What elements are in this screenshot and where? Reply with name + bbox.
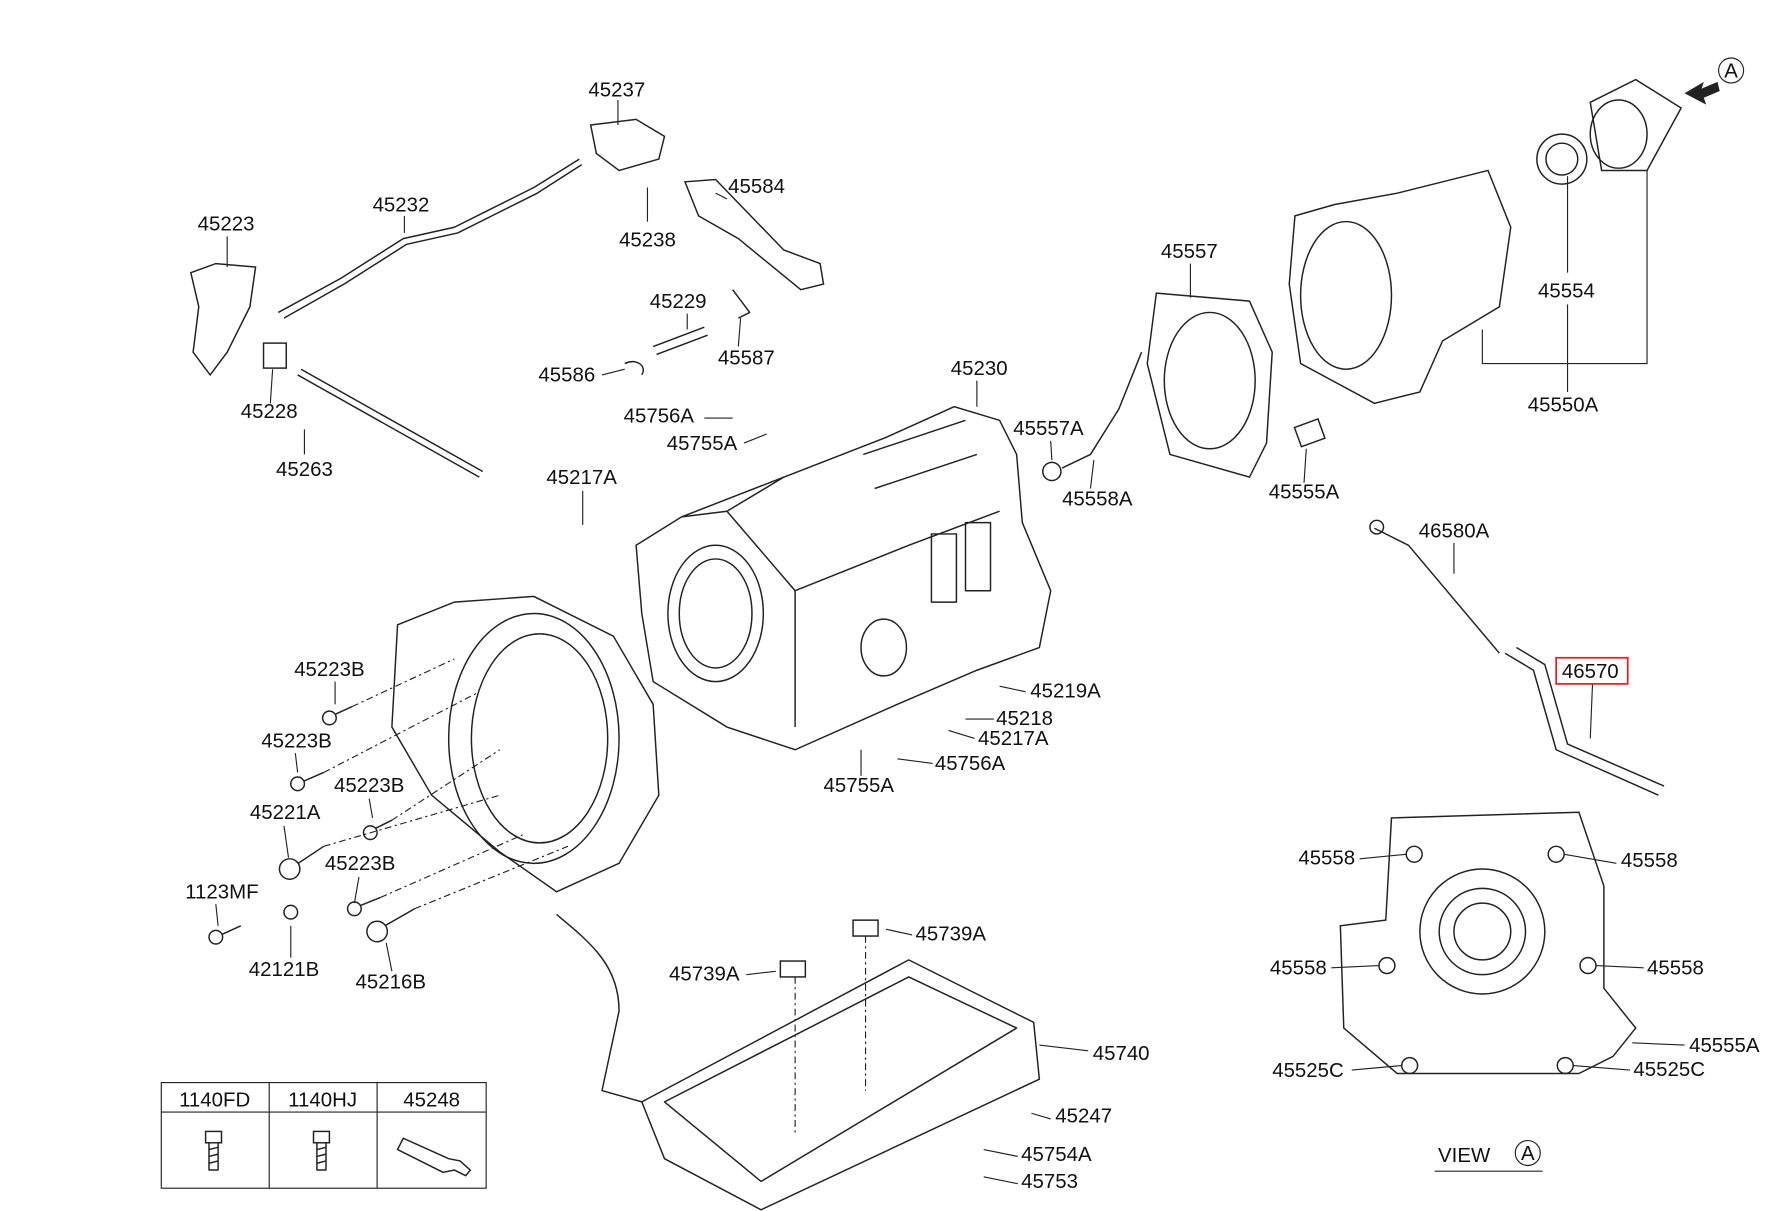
callout[interactable]: 45525C xyxy=(1633,1058,1705,1081)
callout[interactable]: 45558A xyxy=(1062,488,1133,511)
callout[interactable]: 45557A xyxy=(1013,417,1084,440)
callout-highlighted[interactable]: 46570 xyxy=(1562,660,1619,683)
callout[interactable]: 45754A xyxy=(1021,1143,1092,1166)
callout[interactable]: 45584 xyxy=(728,175,785,198)
callout[interactable]: 45550A xyxy=(1528,393,1599,416)
callout[interactable]: 45558 xyxy=(1298,846,1355,869)
callout[interactable]: 45555A xyxy=(1689,1034,1760,1057)
view-a-rear-housing: VIEW A xyxy=(1339,811,1637,1172)
callout[interactable]: 45587 xyxy=(718,347,775,370)
callout[interactable]: 45223B xyxy=(294,658,364,681)
callout[interactable]: 45223B xyxy=(325,852,395,875)
view-marker: A xyxy=(1521,1142,1535,1165)
callout[interactable]: 45755A xyxy=(667,432,738,455)
callout[interactable]: 45218 xyxy=(996,707,1053,730)
oil-pan xyxy=(556,913,1041,1211)
callout[interactable]: 45554 xyxy=(1538,280,1595,303)
highlight-box xyxy=(1555,656,1629,685)
shift-cable xyxy=(189,118,825,478)
callout[interactable]: 46580A xyxy=(1419,519,1490,542)
transmission-case xyxy=(635,405,1052,751)
table-header: 45248 xyxy=(403,1088,460,1111)
fastener-table: 1140FD 1140HJ 45248 xyxy=(160,1082,487,1189)
callout[interactable]: 45525C xyxy=(1272,1059,1344,1082)
callout[interactable]: 45558 xyxy=(1270,957,1327,980)
dipstick-and-tube xyxy=(1369,519,1665,796)
callout[interactable]: 45739A xyxy=(916,923,987,946)
callout[interactable]: 45216B xyxy=(356,970,426,993)
callout[interactable]: 45558 xyxy=(1647,957,1704,980)
callout[interactable]: 45558 xyxy=(1621,849,1678,872)
extension-housing: A xyxy=(1042,57,1745,482)
callout[interactable]: 45755A xyxy=(824,774,895,797)
leader-lines xyxy=(215,100,1685,1185)
callout[interactable]: 45756A xyxy=(935,752,1006,775)
callout[interactable]: 45229 xyxy=(650,290,707,313)
callout[interactable]: 45263 xyxy=(276,458,333,481)
callout[interactable]: 45555A xyxy=(1269,481,1340,504)
callout[interactable]: 45247 xyxy=(1055,1104,1112,1127)
bolt-icon xyxy=(312,1130,331,1171)
table-header: 1140HJ xyxy=(288,1088,357,1111)
callout[interactable]: 45557 xyxy=(1161,240,1218,263)
callout[interactable]: 45223 xyxy=(198,213,255,236)
converter-housing xyxy=(391,595,660,893)
view-label: VIEW xyxy=(1438,1144,1491,1167)
bolt-icon xyxy=(204,1130,223,1171)
callout[interactable]: 45219A xyxy=(1030,680,1101,703)
sealant-tube-icon xyxy=(396,1137,472,1177)
view-marker-top: A xyxy=(1724,59,1738,82)
callout[interactable]: 45223B xyxy=(261,729,331,752)
callout[interactable]: 45753 xyxy=(1021,1170,1078,1193)
view-arrow-icon xyxy=(1684,81,1720,105)
callout-labels: 45237 45232 45223 45238 45584 45229 4558… xyxy=(185,79,1760,1194)
callout[interactable]: 45756A xyxy=(624,405,695,428)
callout[interactable]: 45217A xyxy=(978,727,1049,750)
callout[interactable]: 45221A xyxy=(250,801,321,824)
callout[interactable]: 45238 xyxy=(619,229,676,252)
callout[interactable]: 45228 xyxy=(241,400,298,423)
callout[interactable]: 45217A xyxy=(546,466,617,489)
table-header: 1140FD xyxy=(179,1088,250,1111)
callout[interactable]: 45740 xyxy=(1093,1042,1150,1065)
callout[interactable]: 1123MF xyxy=(185,881,258,904)
callout[interactable]: 45586 xyxy=(538,364,595,387)
callout[interactable]: 45232 xyxy=(373,193,430,216)
callout[interactable]: 45237 xyxy=(588,79,645,102)
bolts xyxy=(208,658,569,945)
callout[interactable]: 42121B xyxy=(249,958,319,981)
callout[interactable]: 45230 xyxy=(951,357,1008,380)
callout[interactable]: 45223B xyxy=(334,774,404,797)
callout[interactable]: 45739A xyxy=(669,962,740,985)
